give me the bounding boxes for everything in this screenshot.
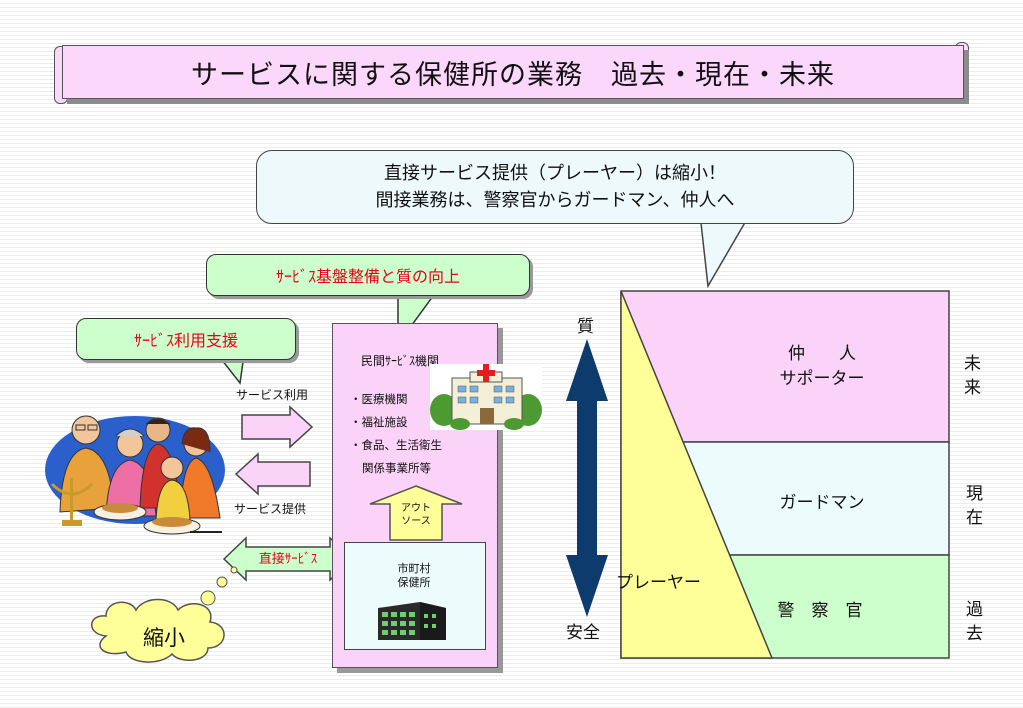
- tag-support: ｻｰﾋﾞｽ利用支援: [76, 318, 296, 360]
- private-org-item: ・福祉施設: [350, 415, 408, 429]
- axis-top-label: 質: [577, 317, 594, 337]
- callout-tail: [699, 214, 751, 289]
- tag-support-text: ｻｰﾋﾞｽ利用支援: [133, 331, 238, 350]
- arrow-service-use: [241, 405, 314, 449]
- timeline-char: 在: [966, 508, 983, 528]
- top-callout: 直接サービス提供（プレーヤー）は縮小！ 間接業務は、警察官からガードマン、仲人へ: [256, 150, 854, 224]
- outsource-line: アウト: [401, 503, 431, 514]
- callout-line-1: 直接サービス提供（プレーヤー）は縮小！: [384, 163, 726, 184]
- arrow-service-provide: [234, 452, 311, 496]
- axis-bottom-label: 安全: [566, 623, 600, 643]
- private-org-title: 民間ｻｰﾋﾞｽ機関: [360, 354, 439, 368]
- timeline-char: 来: [964, 378, 981, 398]
- role-player: プレーヤー: [616, 573, 701, 593]
- timeline-char: 未: [964, 354, 981, 374]
- arrow-use-label: サービス利用: [236, 388, 309, 402]
- private-org-item: 関係事業所等: [362, 461, 431, 475]
- hospital-icon: [430, 364, 542, 430]
- private-org-item: ・医療機関: [350, 392, 408, 406]
- family-illustration: [45, 415, 225, 535]
- timeline-present: 現 在: [966, 482, 983, 530]
- shrink-label: 縮小: [143, 626, 185, 650]
- page-title: サービスに関する保健所の業務 過去・現在・未来: [62, 45, 964, 99]
- outsource-arrow: [369, 485, 463, 541]
- nakodo-band: [620, 290, 950, 443]
- quality-safety-arrow: [566, 339, 608, 617]
- player-wedge: [620, 290, 774, 659]
- office-building-icon: [378, 602, 446, 640]
- timeline-char: 過: [966, 600, 983, 620]
- tag-infra: ｻｰﾋﾞｽ基盤整備と質の向上: [206, 254, 530, 296]
- role-nakodo-line: 仲 人: [788, 344, 856, 364]
- callout-line-2: 間接業務は、警察官からガードマン、仲人へ: [375, 190, 735, 211]
- outsource-label: アウト ソース: [390, 502, 442, 528]
- thought-bubble: [91, 566, 238, 663]
- role-nakodo: 仲 人 サポーター: [740, 342, 904, 392]
- private-org-item: ・食品、生活衛生: [350, 438, 442, 452]
- municipal-line: 市町村: [397, 562, 431, 575]
- private-org-list: ・医療機関 ・福祉施設 ・食品、生活衛生 関係事業所等: [350, 388, 442, 480]
- role-guardman: ガードマン: [779, 493, 865, 513]
- role-diagram: [620, 290, 950, 659]
- arrow-provide-label: サービス提供: [234, 502, 307, 516]
- timeline-char: 去: [966, 624, 983, 644]
- timeline-char: 現: [966, 484, 983, 504]
- role-nakodo-line: サポーター: [779, 369, 865, 389]
- role-police: 警 察 官: [777, 601, 863, 621]
- municipal-label: 市町村 保健所: [344, 562, 484, 590]
- timeline-past: 過 去: [966, 598, 983, 646]
- municipal-line: 保健所: [397, 576, 431, 589]
- timeline-future: 未 来: [964, 352, 981, 400]
- tag-infra-text: ｻｰﾋﾞｽ基盤整備と質の向上: [275, 267, 460, 286]
- outsource-line: ソース: [401, 516, 431, 527]
- direct-service-label: 直接ｻｰﾋﾞｽ: [258, 552, 318, 567]
